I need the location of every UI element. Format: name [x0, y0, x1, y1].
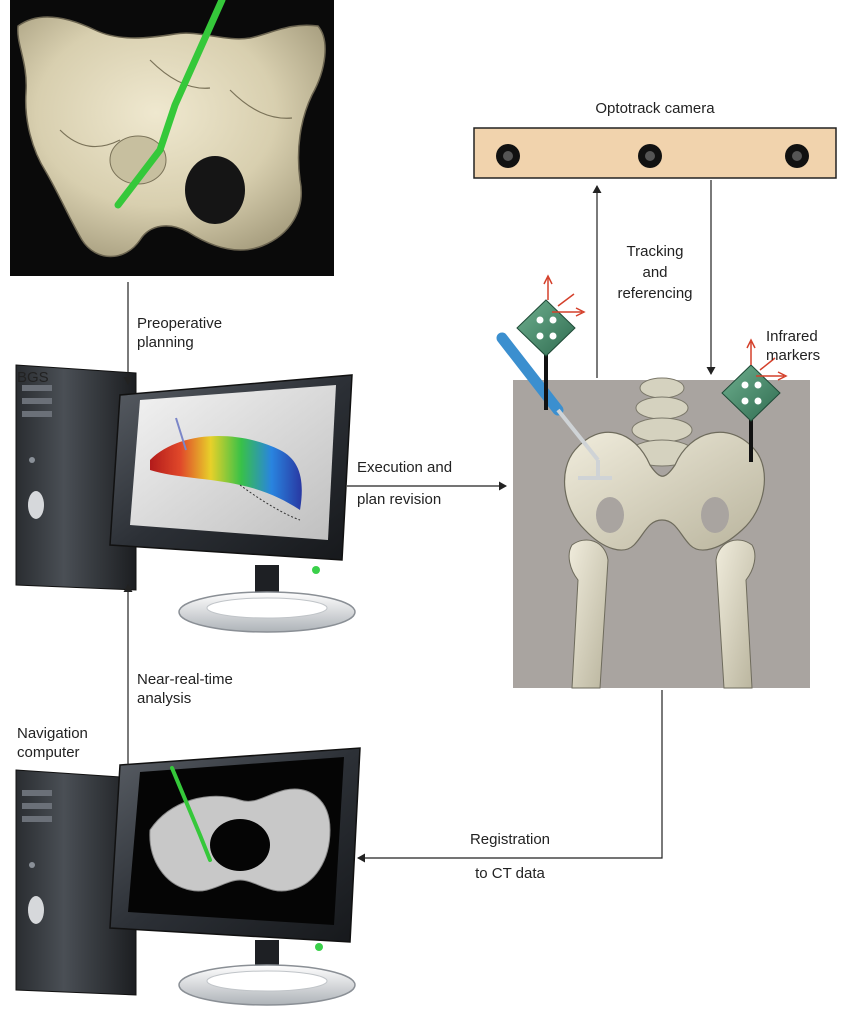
bgs-computer: [16, 365, 355, 632]
registration-label-line2: to CT data: [440, 864, 580, 883]
navigation-computer-label-line2: computer: [17, 743, 80, 762]
registration-label-line1: Registration: [440, 830, 580, 849]
camera-label: Optotrack camera: [474, 100, 836, 117]
camera-lens-1: [496, 144, 520, 168]
bgs-label: BGS: [17, 368, 49, 387]
near-real-time-label-line2: analysis: [137, 689, 191, 708]
execution-label-line2: plan revision: [357, 490, 441, 509]
infrared-markers-label-line1: Infrared: [766, 327, 818, 346]
tracking-label-line1: Tracking: [600, 242, 710, 261]
camera-lens-2: [638, 144, 662, 168]
patient-anatomy-panel: [502, 276, 810, 688]
preoperative-planning-label-line1: Preoperative: [137, 314, 222, 333]
infrared-markers-label-line2: markers: [766, 346, 820, 365]
optotrack-camera: [474, 128, 836, 178]
preoperative-ct-render: [10, 0, 334, 276]
dell-logo-bgs: [28, 491, 44, 519]
dell-logo-navigation: [28, 896, 44, 924]
near-real-time-label-line1: Near-real-time: [137, 670, 233, 689]
navigation-computer: [16, 748, 360, 1005]
tracking-label-line2: and: [600, 263, 710, 282]
execution-label-line1: Execution and: [357, 458, 452, 477]
camera-lens-3: [785, 144, 809, 168]
navigation-computer-label-line1: Navigation: [17, 724, 88, 743]
tracking-label-line3: referencing: [600, 284, 710, 303]
preoperative-planning-label-line2: planning: [137, 333, 194, 352]
